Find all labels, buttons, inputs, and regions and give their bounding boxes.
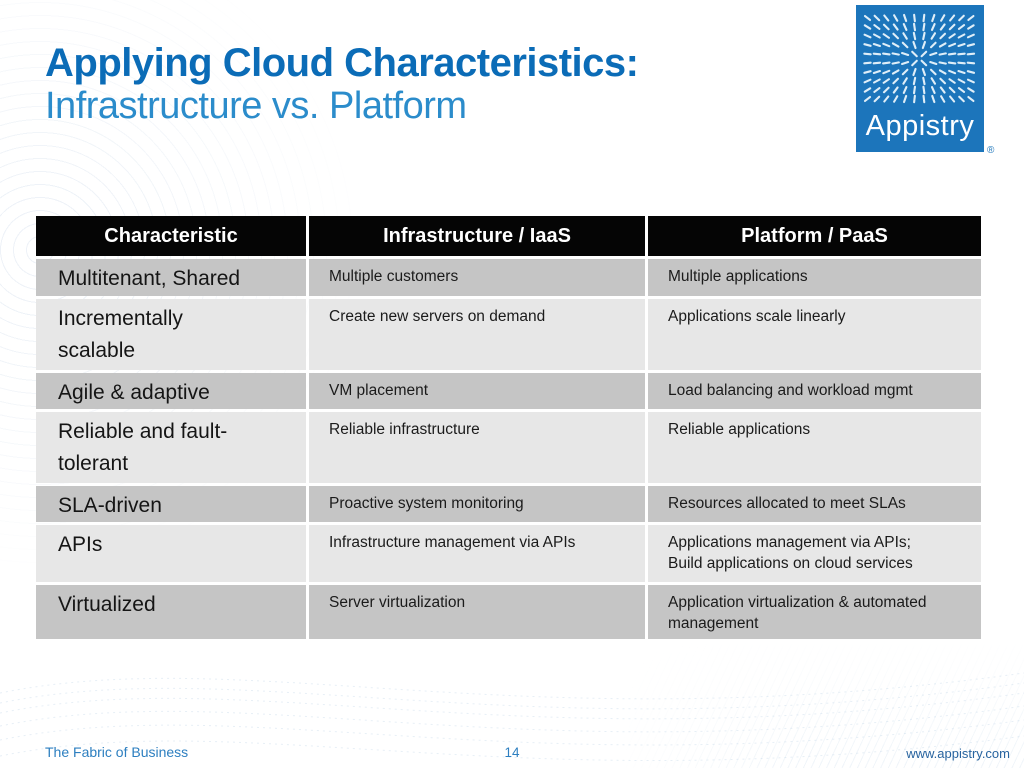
- cell-text: VM placement: [329, 382, 429, 399]
- page-number: 14: [504, 745, 520, 760]
- cell-iaas: VM placement: [309, 373, 645, 409]
- header-characteristic: Characteristic: [36, 216, 306, 256]
- cell-text: Reliable infrastructure: [329, 421, 480, 438]
- cell-text: Virtualized: [58, 593, 156, 616]
- cell-text: Server virtualization: [329, 594, 466, 611]
- cell-characteristic: Agile & adaptive: [36, 373, 306, 409]
- cell-characteristic: Virtualized: [36, 585, 306, 639]
- table-row: SLA-driven Proactive system monitoring Res…: [36, 486, 981, 522]
- header-paas: Platform / PaaS: [648, 216, 981, 256]
- cell-text: APIs: [58, 533, 103, 556]
- cell-characteristic: APIs: [36, 525, 306, 582]
- comparison-table: Characteristic Infrastructure / IaaS Pla…: [33, 213, 984, 642]
- header-iaas: Infrastructure / IaaS: [309, 216, 645, 256]
- cell-paas: Applications management via APIs; Build …: [648, 525, 981, 582]
- cell-characteristic: Reliable and fault-tolerant: [36, 412, 306, 483]
- cell-text: Application virtualization & automated m…: [668, 594, 927, 633]
- cell-text: Reliable applications: [668, 421, 811, 438]
- cell-text: Multiple customers: [329, 268, 459, 285]
- registered-trademark-symbol: ®: [987, 145, 995, 156]
- cell-paas: Resources allocated to meet SLAs: [648, 486, 981, 522]
- cell-text: Reliable and fault-tolerant: [58, 420, 228, 475]
- footer-url: www.appistry.com: [906, 746, 1010, 761]
- slide-title: Applying Cloud Characteristics: Infrastr…: [45, 41, 639, 128]
- cell-text: Applications scale linearly: [668, 308, 846, 325]
- title-line-1: Applying Cloud Characteristics:: [45, 41, 639, 85]
- cell-iaas: Server virtualization: [309, 585, 645, 639]
- cell-paas: Reliable applications: [648, 412, 981, 483]
- cell-characteristic: Incrementally scalable: [36, 299, 306, 370]
- table-row: Agile & adaptive VM placement Load balanci…: [36, 373, 981, 409]
- table-row: APIs Infrastructure management via APIs Ap…: [36, 525, 981, 582]
- cell-iaas: Multiple customers: [309, 259, 645, 296]
- cell-characteristic: Multitenant, Shared: [36, 259, 306, 296]
- cell-paas: Load balancing and workload mgmt: [648, 373, 981, 409]
- cell-paas: Application virtualization & automated m…: [648, 585, 981, 639]
- table-row: Virtualized Server virtualization Applicat…: [36, 585, 981, 639]
- table-row: Multitenant, Shared Multiple customers Mul…: [36, 259, 981, 296]
- header-row: Characteristic Infrastructure / IaaS Pla…: [36, 216, 981, 256]
- cell-iaas: Create new servers on demand: [309, 299, 645, 370]
- cell-text: Multiple applications: [668, 268, 808, 285]
- table-body: Multitenant, Shared Multiple customers Mul…: [36, 259, 981, 639]
- cell-text: Agile & adaptive: [58, 381, 210, 404]
- cell-text: Incrementally scalable: [58, 307, 183, 362]
- table-row: Reliable and fault-tolerant Reliable infr…: [36, 412, 981, 483]
- cell-iaas: Proactive system monitoring: [309, 486, 645, 522]
- logo-wordmark: Appistry: [865, 110, 975, 142]
- cell-text: Proactive system monitoring: [329, 495, 524, 512]
- cell-characteristic: SLA-driven: [36, 486, 306, 522]
- cell-text: SLA-driven: [58, 494, 162, 517]
- footer-tagline: The Fabric of Business: [45, 744, 189, 760]
- cell-iaas: Infrastructure management via APIs: [309, 525, 645, 582]
- cell-text: Multitenant, Shared: [58, 267, 241, 290]
- cell-text: Infrastructure management via APIs: [329, 534, 576, 551]
- cell-text: Resources allocated to meet SLAs: [668, 495, 906, 512]
- cell-paas: Applications scale linearly: [648, 299, 981, 370]
- cell-text: Applications management via APIs; Build …: [668, 534, 913, 573]
- cell-text: Create new servers on demand: [329, 308, 546, 325]
- table-row: Incrementally scalable Create new servers…: [36, 299, 981, 370]
- starburst-icon: [863, 13, 976, 104]
- cell-paas: Multiple applications: [648, 259, 981, 296]
- cell-iaas: Reliable infrastructure: [309, 412, 645, 483]
- appistry-logo: Appistry: [856, 5, 984, 152]
- cell-text: Load balancing and workload mgmt: [668, 382, 913, 399]
- title-line-2: Infrastructure vs. Platform: [45, 85, 467, 128]
- table-header: Characteristic Infrastructure / IaaS Pla…: [36, 216, 981, 256]
